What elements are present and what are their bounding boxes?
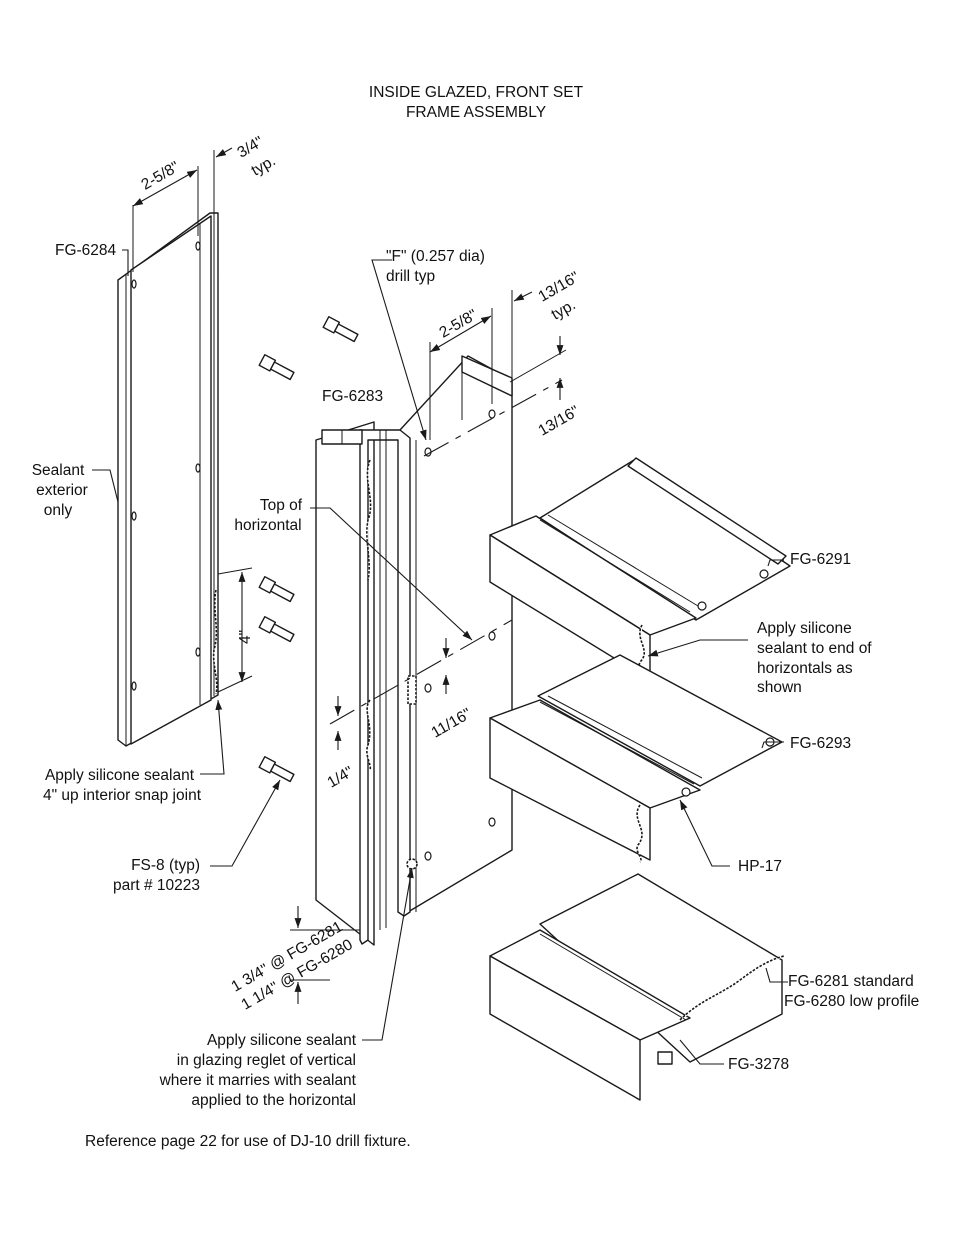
note-drill-2: drill typ: [386, 268, 436, 285]
fg6293-horizontal: [489, 654, 783, 863]
label-fs8-1: FS-8 (typ): [131, 857, 200, 874]
fs8-screws: [258, 316, 359, 783]
note-drill-1: "F" (0.257 dia): [386, 248, 485, 265]
fg6281-sill: [489, 873, 785, 1101]
note-apply-end-1: Apply silicone: [757, 620, 852, 637]
note-apply-reglet-4: applied to the horizontal: [191, 1092, 356, 1109]
fg6291-horizontal: [489, 457, 791, 685]
note-sealant-ext-1: Sealant: [31, 462, 85, 479]
note-apply-reglet-3: where it marries with sealant: [159, 1072, 356, 1089]
fg6284-snap-cover: [117, 212, 219, 747]
note-apply-reglet-2: in glazing reglet of vertical: [176, 1052, 356, 1069]
note-apply-end-4: shown: [757, 679, 802, 696]
fg6283-vertical: [315, 355, 513, 946]
note-top-horiz-2: horizontal: [234, 517, 302, 534]
dimension-lines: [132, 147, 567, 1004]
note-apply-end-3: horizontals as: [757, 660, 853, 677]
label-fg6284: FG-6284: [55, 242, 117, 259]
dim-4: 4": [237, 629, 254, 644]
label-fg3278: FG-3278: [728, 1056, 790, 1073]
note-top-horiz-1: Top of: [259, 497, 303, 514]
label-fs8-2: part # 10223: [112, 877, 200, 894]
note-apply-snap-2: 4" up interior snap joint: [42, 787, 201, 804]
note-sealant-ext-3: only: [43, 502, 73, 519]
title-line-2: FRAME ASSEMBLY: [405, 104, 547, 121]
note-apply-snap-1: Apply silicone sealant: [44, 767, 194, 784]
label-fg6281: FG-6281 standard: [788, 973, 914, 990]
label-fg6291: FG-6291: [790, 551, 852, 568]
note-apply-end-2: sealant to end of: [757, 640, 872, 657]
note-sealant-ext-2: exterior: [36, 482, 88, 499]
label-hp17: HP-17: [738, 858, 782, 875]
note-apply-reglet-1: Apply silicone sealant: [206, 1032, 356, 1049]
footer-note: Reference page 22 for use of DJ-10 drill…: [85, 1133, 411, 1150]
label-fg6283: FG-6283: [322, 388, 384, 405]
label-fg6293: FG-6293: [790, 735, 852, 752]
leader-lines: [92, 249, 788, 1065]
title-line-1: INSIDE GLAZED, FRONT SET: [368, 84, 584, 101]
label-fg6280: FG-6280 low profile: [784, 993, 920, 1010]
